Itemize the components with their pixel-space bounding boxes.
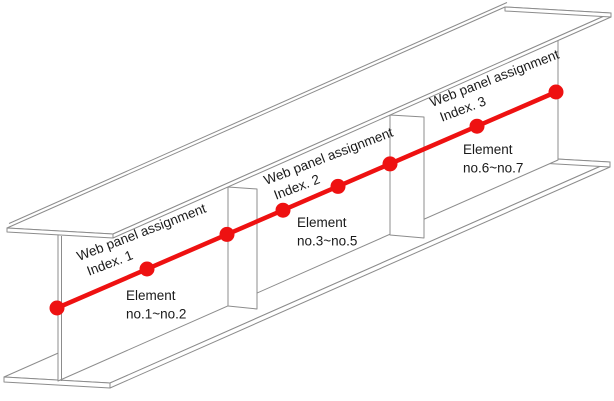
element-range-2: no.3~no.5 <box>297 234 357 249</box>
node-dot-2 <box>139 261 155 277</box>
element-range-3: no.6~no.7 <box>463 161 523 176</box>
element-label-2: Element no.3~no.5 <box>297 215 357 249</box>
element-heading-1: Element <box>126 288 176 303</box>
element-heading-2: Element <box>297 215 347 230</box>
node-dot-7 <box>469 118 485 134</box>
bottom-flange-left-end <box>3 376 111 389</box>
top-flange-left-end <box>6 227 114 239</box>
top-flange-back-thickness-edge <box>8 2 508 224</box>
stiffener-2 <box>389 114 425 239</box>
element-label-1: Element no.1~no.2 <box>126 288 186 322</box>
node-dot-6 <box>382 156 398 172</box>
node-dot-8 <box>548 84 564 100</box>
element-chain <box>49 84 564 316</box>
node-dot-5 <box>330 178 346 194</box>
stiffener-1 <box>227 186 258 310</box>
stiffeners <box>227 114 425 310</box>
node-dot-4 <box>275 202 291 218</box>
top-flange <box>6 2 612 239</box>
element-label-3: Element no.6~no.7 <box>463 142 523 176</box>
top-flange-right-end <box>504 6 612 18</box>
element-range-1: no.1~no.2 <box>126 307 186 322</box>
element-node-dots <box>49 84 564 316</box>
node-dot-3 <box>219 226 235 242</box>
element-heading-3: Element <box>463 142 513 157</box>
node-dot-1 <box>49 300 65 316</box>
